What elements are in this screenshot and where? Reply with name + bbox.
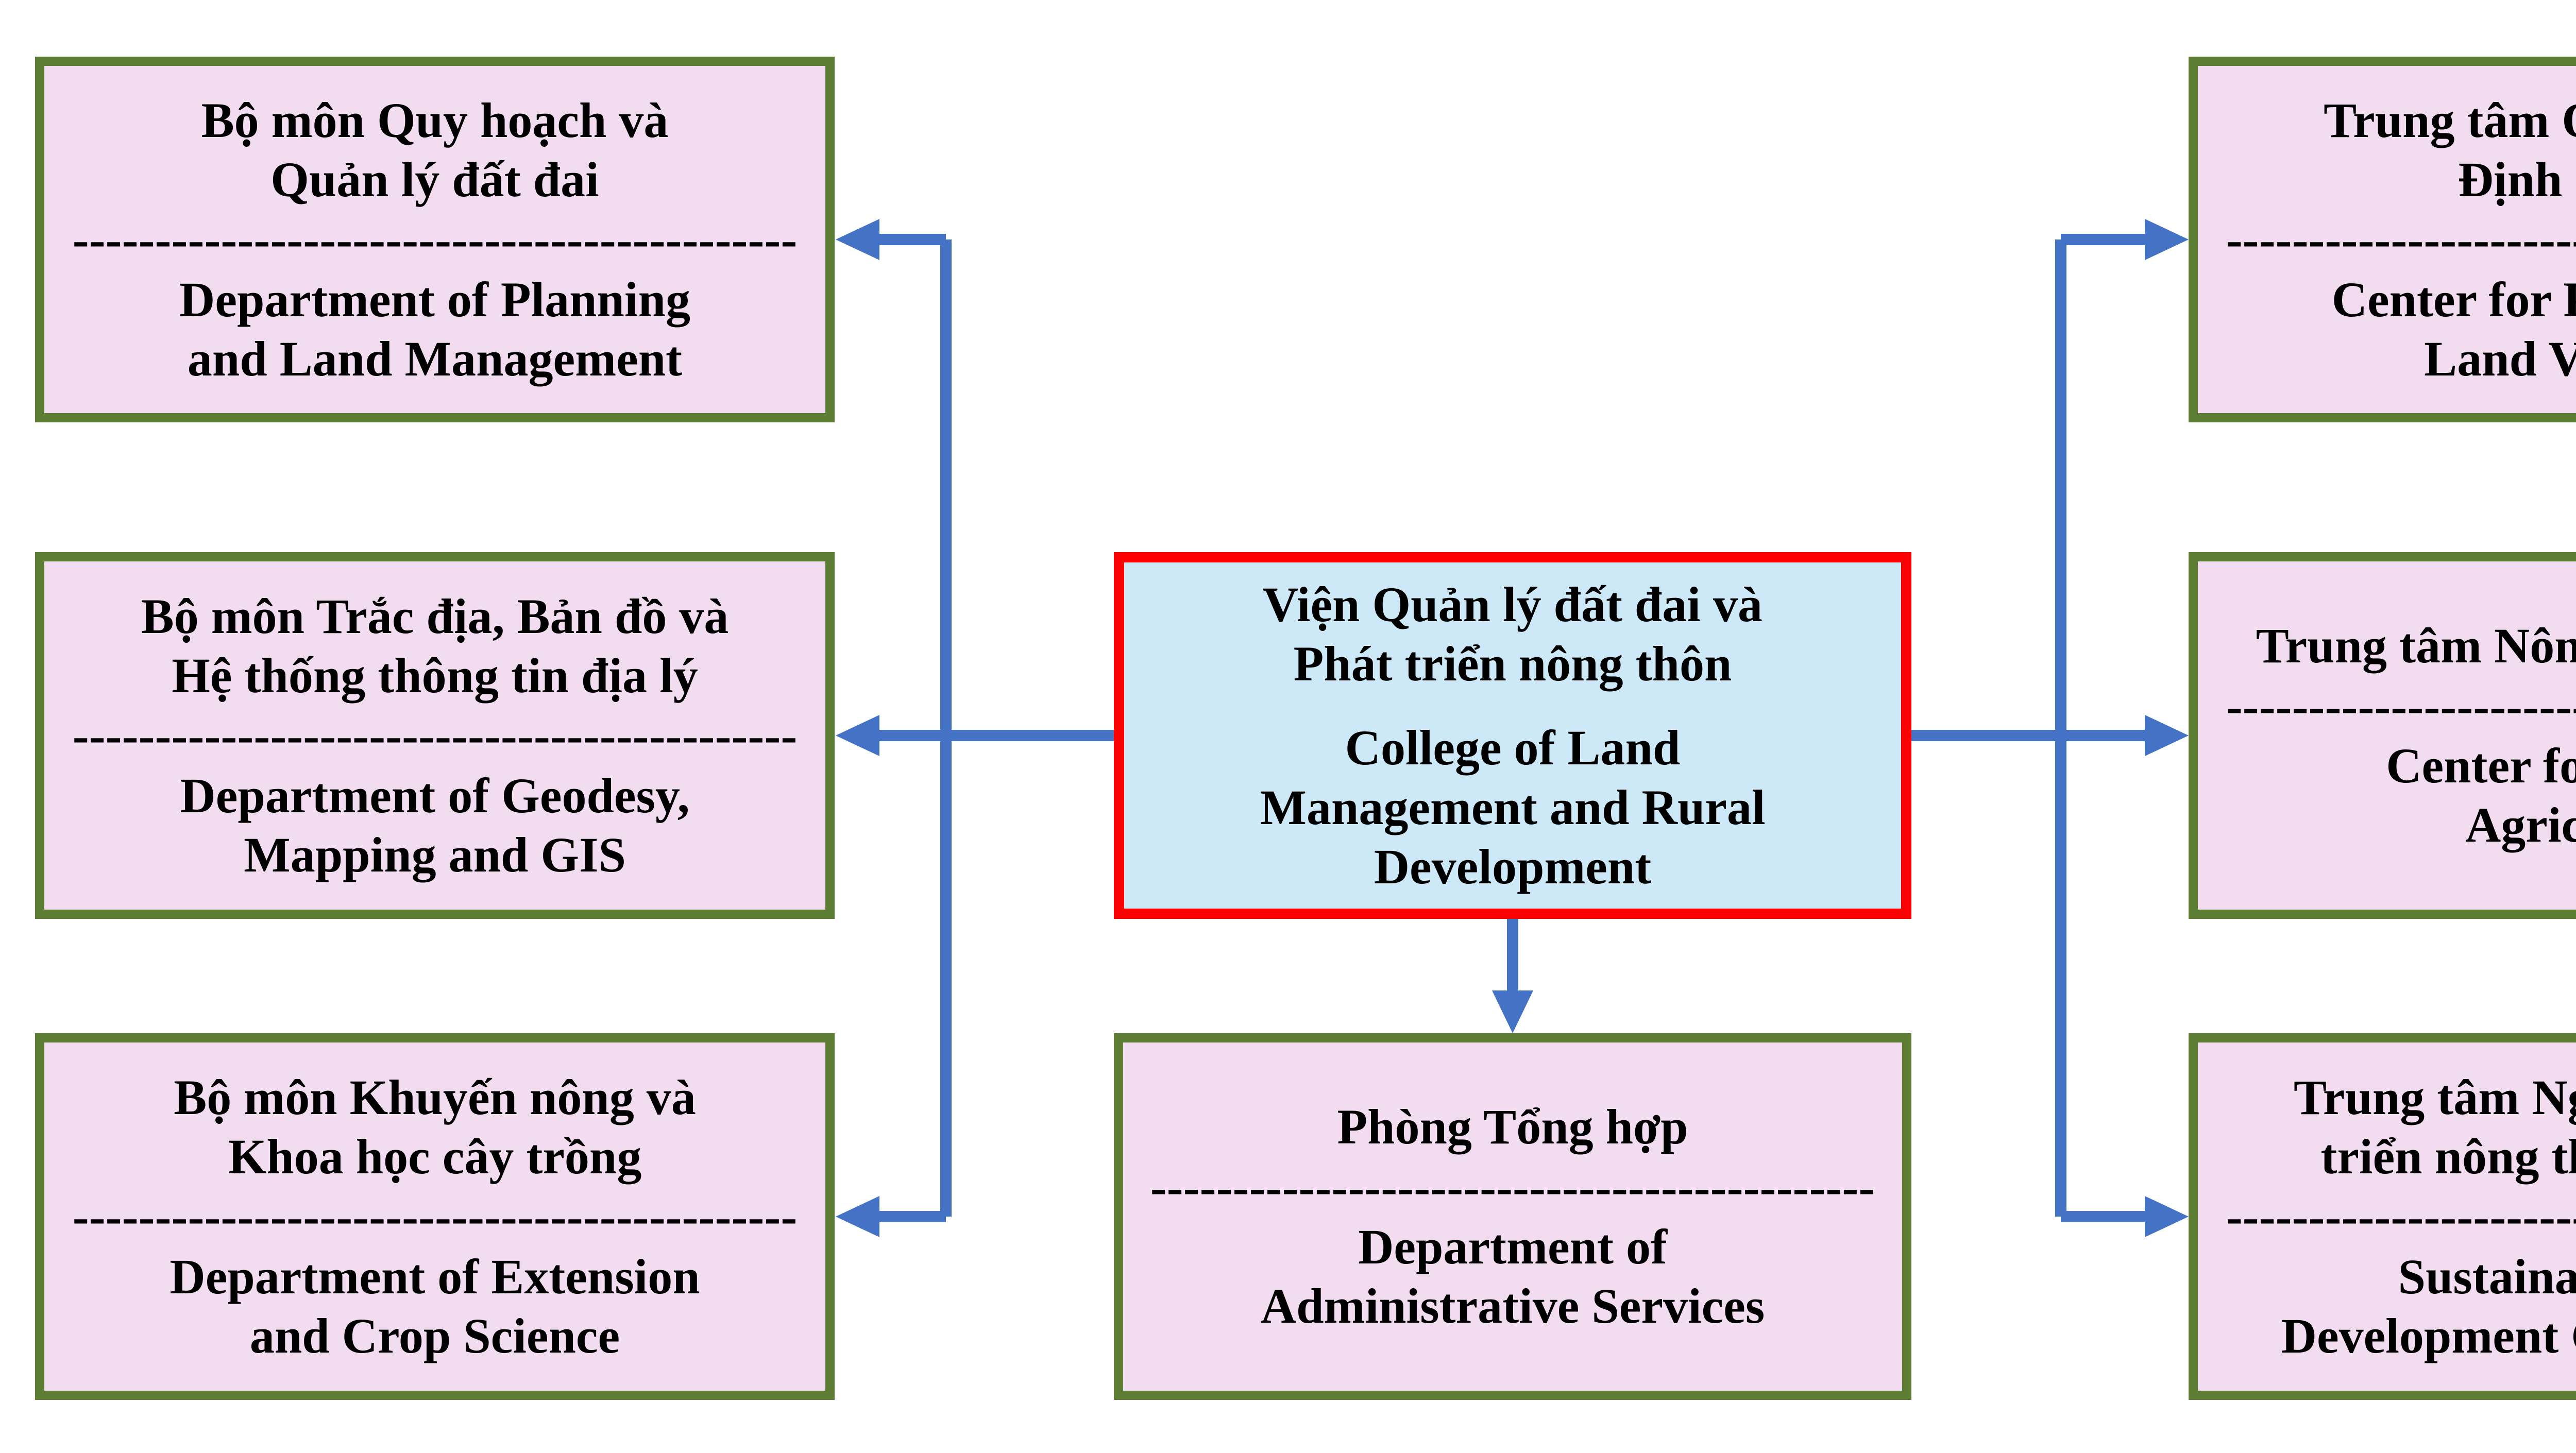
- arrowhead-right-middle-icon: [2145, 715, 2189, 756]
- arrowhead-right-bottom-icon: [2145, 1196, 2189, 1237]
- separator-dashes: ----------------------------------------…: [1150, 696, 1875, 715]
- unit-name-en: Department of Geodesy, Mapping and GIS: [180, 767, 690, 882]
- unit-name-vi: Bộ môn Trắc địa, Bản đồ và Hệ thống thôn…: [141, 588, 729, 704]
- unit-name-en: College of Land Management and Rural Dev…: [1260, 720, 1766, 894]
- separator-dashes: ----------------------------------------…: [1150, 1159, 1875, 1215]
- arrowhead-left-bottom-icon: [836, 1196, 879, 1237]
- unit-name-vi: Trung tâm Quy hoạch và Định giá đất: [2324, 92, 2576, 208]
- unit-name-vi: Bộ môn Khuyến nông và Khoa học cây trồng: [174, 1069, 696, 1185]
- box-college-center: Viện Quản lý đất đai và Phát triển nông …: [1114, 552, 1911, 919]
- separator-dashes: ----------------------------------------…: [2226, 1189, 2576, 1244]
- separator-dashes: ----------------------------------------…: [72, 212, 798, 267]
- separator-dashes: ----------------------------------------…: [72, 1189, 798, 1244]
- unit-name-en: Department of Planning and Land Manageme…: [179, 271, 690, 386]
- box-center-planning-land-valuation: Trung tâm Quy hoạch và Định giá đất ----…: [2189, 57, 2576, 422]
- arrowhead-right-top-icon: [2145, 219, 2189, 260]
- unit-name-vi: Trung tâm Nông nghiệp hữu cơ: [2256, 618, 2576, 674]
- unit-name-vi: Viện Quản lý đất đai và Phát triển nông …: [1263, 577, 1762, 692]
- box-center-srdc: Trung tâm Nghiên cứu phát triển nông thô…: [2189, 1033, 2576, 1400]
- unit-name-en: Center for Organic Agriculture: [2386, 738, 2576, 853]
- arrowhead-admin-icon: [1492, 990, 1533, 1033]
- box-dept-planning-land-management: Bộ môn Quy hoạch và Quản lý đất đai ----…: [35, 57, 835, 422]
- unit-name-en: Department of Extension and Crop Science: [170, 1249, 700, 1363]
- box-dept-extension-crop-science: Bộ môn Khuyến nông và Khoa học cây trồng…: [35, 1033, 835, 1400]
- unit-name-vi: Phòng Tổng hợp: [1337, 1099, 1688, 1155]
- unit-name-en: Sustainable Rural Development Center (SR…: [2281, 1249, 2576, 1363]
- separator-dashes: ----------------------------------------…: [2226, 678, 2576, 733]
- box-dept-geodesy-mapping-gis: Bộ môn Trắc địa, Bản đồ và Hệ thống thôn…: [35, 552, 835, 919]
- unit-name-vi: Bộ môn Quy hoạch và Quản lý đất đai: [201, 92, 669, 208]
- box-center-organic-agriculture: Trung tâm Nông nghiệp hữu cơ -----------…: [2189, 552, 2576, 919]
- unit-name-en: Department of Administrative Services: [1260, 1219, 1765, 1334]
- arrowhead-left-top-icon: [836, 219, 879, 260]
- box-dept-administrative-services: Phòng Tổng hợp -------------------------…: [1114, 1033, 1911, 1400]
- separator-dashes: ----------------------------------------…: [2226, 212, 2576, 267]
- unit-name-en: Center for Planning and Land Valuation: [2331, 271, 2576, 386]
- separator-dashes: ----------------------------------------…: [72, 708, 798, 763]
- unit-name-vi: Trung tâm Nghiên cứu phát triển nông thô…: [2294, 1069, 2576, 1185]
- arrowhead-left-middle-icon: [836, 715, 879, 756]
